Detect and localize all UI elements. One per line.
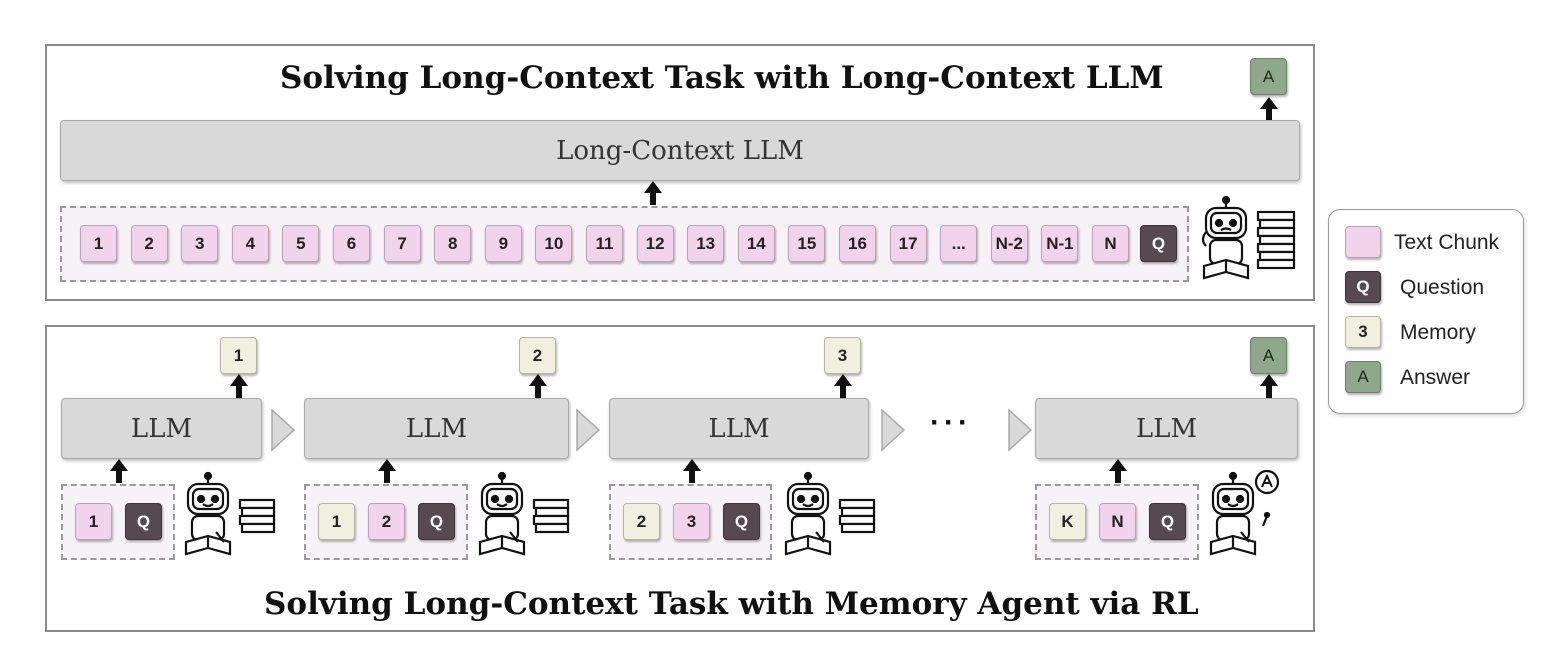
text-chunk-box: 1 xyxy=(80,225,117,262)
legend-swatch-question: Q xyxy=(1345,271,1381,303)
text-chunk-box: 7 xyxy=(383,225,421,262)
arrow-up-icon xyxy=(229,374,249,398)
llm-block: LLM xyxy=(61,398,262,459)
legend-label: Question xyxy=(1400,276,1485,299)
text-chunk-box: 1 xyxy=(75,503,112,540)
text-chunk-box: 17 xyxy=(889,225,927,262)
text-chunk-box: 8 xyxy=(434,225,472,262)
memory-box: 2 xyxy=(519,337,556,374)
text-chunk-box: 12 xyxy=(636,225,674,262)
llm-block: LLM xyxy=(1035,398,1298,459)
arrow-up-icon xyxy=(682,459,702,483)
legend-swatch-memory: 3 xyxy=(1345,316,1381,348)
arrow-up-icon xyxy=(109,459,129,483)
question-box: Q xyxy=(723,503,760,540)
text-chunk-box: 10 xyxy=(535,225,573,262)
arrow-up-icon xyxy=(833,374,853,398)
long-context-llm-block: Long-Context LLM xyxy=(60,120,1300,181)
question-box: Q xyxy=(1140,225,1177,262)
question-box: Q xyxy=(125,503,162,540)
legend-label: Memory xyxy=(1400,321,1476,344)
text-chunk-box: 3 xyxy=(181,225,219,262)
text-chunk-box: 13 xyxy=(687,225,725,262)
question-box: Q xyxy=(418,503,455,540)
next-step-arrow-icon xyxy=(880,408,906,457)
text-chunk-box: 15 xyxy=(788,225,826,262)
robot-reading-icon xyxy=(474,470,574,560)
top-answer-box: A xyxy=(1250,58,1287,95)
text-chunk-box: 16 xyxy=(839,225,876,262)
text-chunk-box: ... xyxy=(940,225,978,262)
arrow-up-icon xyxy=(1259,374,1279,398)
text-chunk-box: 3 xyxy=(673,503,710,540)
text-chunk-box: N xyxy=(1099,503,1136,540)
next-step-arrow-icon xyxy=(270,408,296,457)
memory-box: 1 xyxy=(318,503,355,540)
bottom-panel-title: Solving Long-Context Task with Memory Ag… xyxy=(264,586,1199,622)
bottom-panel xyxy=(45,325,1315,632)
robot-reading-icon xyxy=(180,470,280,560)
memory-box: K xyxy=(1049,503,1086,540)
text-chunk-box: 2 xyxy=(130,225,168,262)
arrow-up-icon xyxy=(1108,459,1128,483)
llm-block: LLM xyxy=(609,398,869,459)
arrow-up-icon xyxy=(643,181,663,205)
robot-reading-icon xyxy=(780,470,880,560)
text-chunk-box: 4 xyxy=(231,225,269,262)
text-chunk-box: 11 xyxy=(586,225,623,262)
memory-box: 2 xyxy=(623,503,660,540)
question-box: Q xyxy=(1149,503,1186,540)
answer-box: A xyxy=(1250,337,1287,374)
text-chunk-box: 9 xyxy=(484,225,522,262)
text-chunk-box: 14 xyxy=(737,225,775,262)
arrow-up-icon xyxy=(377,459,397,483)
text-chunk-box: N-2 xyxy=(990,225,1028,262)
legend-swatch-answer: A xyxy=(1345,361,1381,393)
llm-block: LLM xyxy=(304,398,569,459)
text-chunk-box: 6 xyxy=(333,225,370,262)
arrow-up-icon xyxy=(528,374,548,398)
text-chunk-box: N xyxy=(1092,225,1129,262)
text-chunk-box: 2 xyxy=(368,503,405,540)
text-chunk-box: N-1 xyxy=(1041,225,1079,262)
robot-answer-icon xyxy=(1205,469,1305,560)
legend-label: Text Chunk xyxy=(1394,231,1500,254)
memory-box: 1 xyxy=(220,337,257,374)
robot-confused-icon xyxy=(1196,195,1300,282)
top-panel-title: Solving Long-Context Task with Long-Cont… xyxy=(280,60,1164,96)
arrow-up-icon xyxy=(1259,97,1279,121)
next-step-arrow-icon xyxy=(1007,408,1033,457)
ellipsis: ··· xyxy=(930,406,972,439)
text-chunk-box: 5 xyxy=(282,225,320,262)
legend-swatch-text-chunk xyxy=(1345,226,1381,258)
next-step-arrow-icon xyxy=(575,408,601,457)
legend-label: Answer xyxy=(1400,366,1471,389)
memory-box: 3 xyxy=(824,337,861,374)
